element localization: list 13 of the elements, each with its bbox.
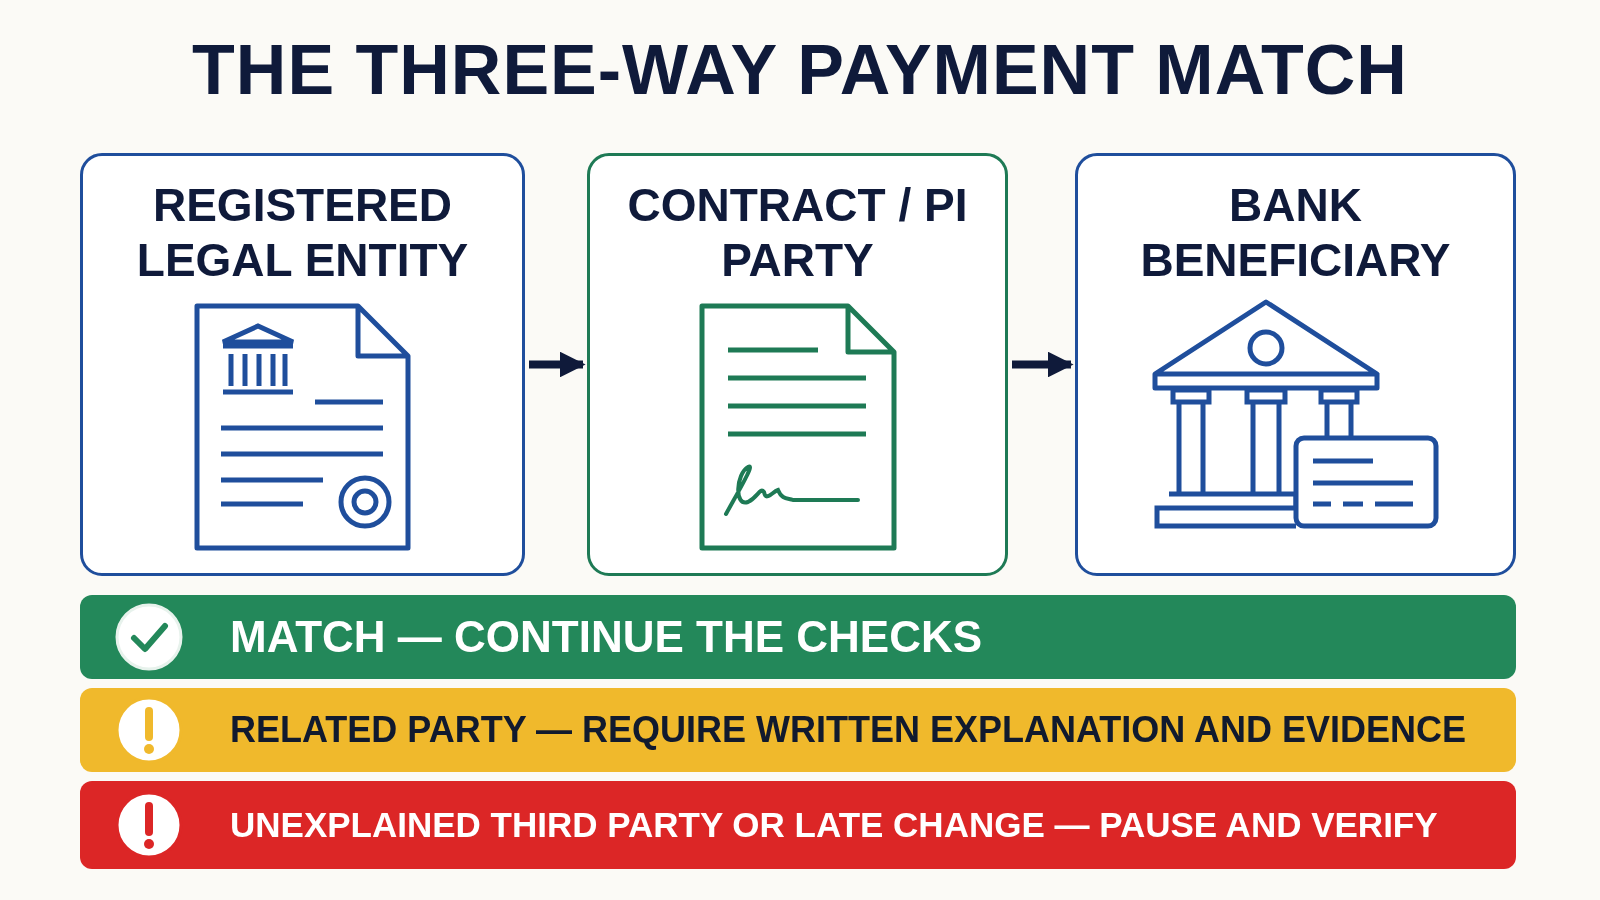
banner-text: RELATED PARTY — REQUIRE WRITTEN EXPLANATION AND EVIDENCE (230, 709, 1467, 751)
related-party-banner (80, 688, 1516, 772)
entity-card (80, 153, 525, 576)
title: THE THREE-WAY PAYMENT MATCH (191, 30, 1409, 110)
contract-card (587, 153, 1008, 576)
banner-text: UNEXPLAINED THIRD PARTY OR LATE CHANGE — PAUSE AND VERIFY (230, 805, 1438, 845)
banner-text: MATCH — CONTINUE THE CHECKS (230, 612, 983, 662)
card-heading: CONTRACT / PI PARTY (626, 178, 969, 289)
card-heading: BANK BENEFICIARY (1139, 178, 1452, 289)
third-party-banner (80, 781, 1516, 869)
card-heading: REGISTERED LEGAL ENTITY (135, 178, 470, 289)
bank-card (1075, 153, 1516, 576)
match-banner (80, 595, 1516, 679)
